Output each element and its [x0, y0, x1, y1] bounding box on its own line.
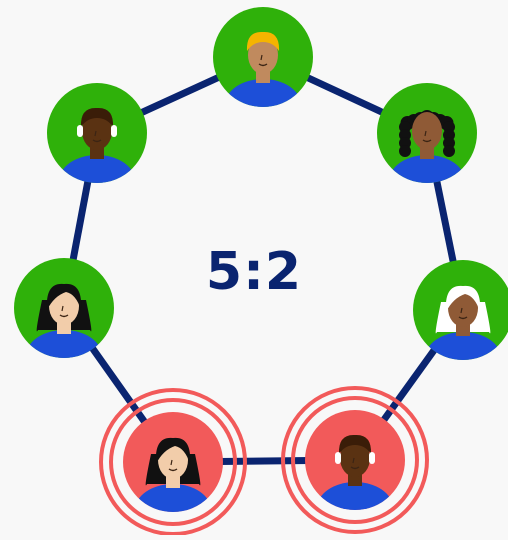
- hair-curl: [399, 145, 411, 157]
- nose: [260, 54, 263, 61]
- shirt: [26, 330, 102, 358]
- mouth: [350, 466, 360, 470]
- hair-top: [445, 285, 481, 312]
- avatar-icon: [425, 285, 501, 360]
- nose: [170, 459, 173, 466]
- headphone-icon: [369, 452, 375, 464]
- hair-top: [80, 107, 114, 127]
- mouth: [59, 314, 69, 318]
- nose: [352, 457, 355, 464]
- headphone-icon: [111, 125, 117, 137]
- head: [412, 112, 442, 150]
- node-top[interactable]: [213, 7, 313, 131]
- mouth: [168, 468, 178, 472]
- mouth: [458, 316, 468, 320]
- node-left[interactable]: [14, 258, 114, 382]
- shirt: [389, 155, 465, 183]
- shirt: [135, 484, 211, 512]
- shirt: [59, 155, 135, 183]
- avatar-icon: [389, 110, 465, 183]
- mouth: [422, 139, 432, 143]
- node-right[interactable]: [413, 260, 508, 384]
- highlight-ring-inner: [291, 396, 419, 524]
- hair-top: [338, 434, 372, 454]
- highlight-ring-outer: [99, 388, 247, 536]
- shirt: [425, 332, 501, 360]
- node-upper-right[interactable]: [377, 83, 477, 207]
- highlight-ring-outer: [281, 386, 429, 534]
- node-bottom-left[interactable]: [99, 388, 247, 536]
- avatar-icon: [317, 434, 393, 510]
- hair-curl: [443, 145, 455, 157]
- mouth: [92, 139, 102, 143]
- avatar-icon: [225, 31, 301, 107]
- nose: [94, 130, 97, 137]
- headphone-icon: [335, 452, 341, 464]
- hair-top: [246, 31, 280, 51]
- nose: [424, 130, 427, 137]
- head: [82, 112, 112, 150]
- nose: [61, 305, 64, 312]
- headphone-icon: [77, 125, 83, 137]
- node-upper-left[interactable]: [47, 83, 147, 207]
- hair-top: [46, 283, 82, 310]
- highlight-ring-inner: [109, 398, 237, 526]
- avatar-icon: [26, 283, 102, 358]
- nose: [460, 307, 463, 314]
- node-bottom-right[interactable]: [281, 386, 429, 534]
- hair-top: [155, 437, 191, 464]
- head: [248, 36, 278, 74]
- shirt: [317, 482, 393, 510]
- head: [340, 439, 370, 477]
- avatar-icon: [59, 107, 135, 183]
- group-ratio-label: 5:2: [205, 242, 303, 302]
- shirt: [225, 79, 301, 107]
- mouth: [258, 63, 268, 67]
- avatar-icon: [135, 437, 211, 512]
